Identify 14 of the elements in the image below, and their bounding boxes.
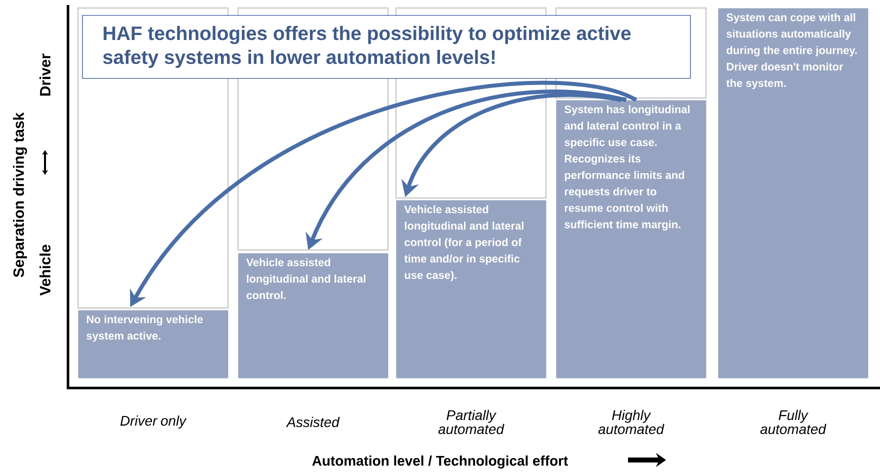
level-label: Fully automated	[760, 410, 826, 434]
axis-label: Driver	[40, 54, 50, 96]
description-box: System can cope with all situations automatically during the entire journey. Driver doesn't monitor the system.	[718, 8, 868, 378]
level-label: Highly automated	[598, 410, 664, 434]
description-box: Vehicle assisted longitudinal and lateral control (for a period of time and/or in specific use case).	[396, 200, 546, 378]
axis-label: Separation driving task	[13, 112, 28, 278]
level-label: Partially automated	[438, 410, 504, 434]
description-box: System has longitudinal and lateral control in a specific use case. Recognizes its performance limits and requests driver to resume control with sufficient time margin.	[556, 100, 706, 378]
level-label: Assisted	[286, 416, 340, 428]
axis-label: Vehicle	[40, 244, 50, 296]
axis-label: Automation level / Technological effort	[312, 455, 568, 469]
description-box: Vehicle assisted longitudinal and lateral control.	[238, 253, 388, 378]
description-box: No intervening vehicle system active.	[78, 310, 228, 378]
level-label: Driver only	[120, 416, 187, 428]
